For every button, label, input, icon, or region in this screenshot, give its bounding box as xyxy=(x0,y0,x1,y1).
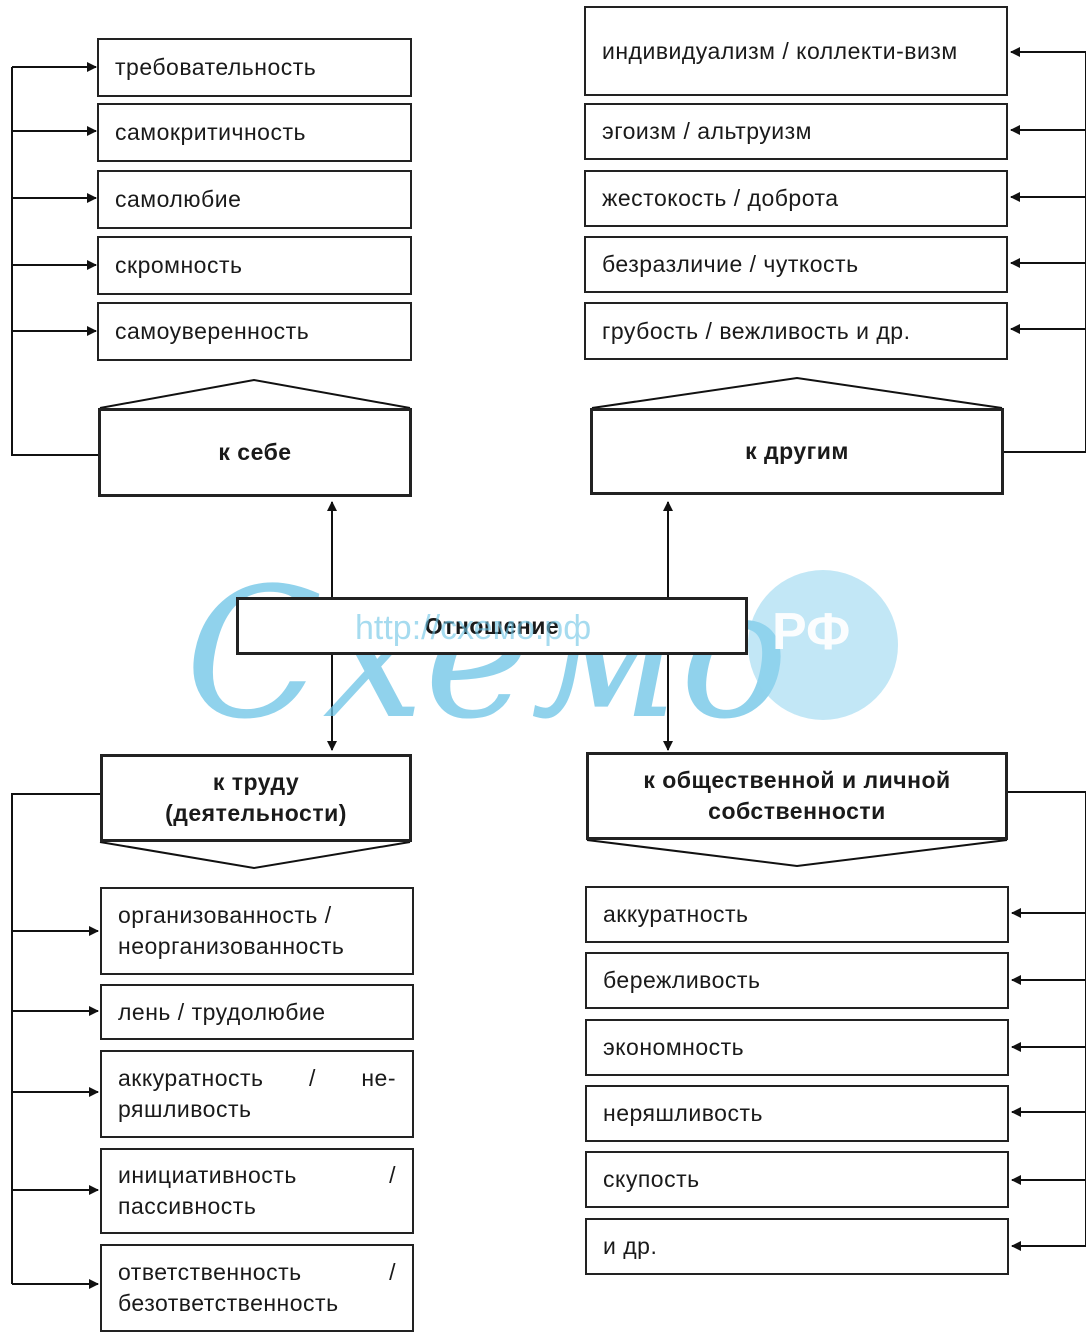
others-header-box: к другим xyxy=(590,408,1004,495)
others-item-label: грубость / вежливость и др. xyxy=(602,317,911,344)
labor-header-label: к труду (деятельности) xyxy=(165,769,347,826)
self-header-box: к себе xyxy=(98,408,412,497)
others-item-label: безразличие / чуткость xyxy=(602,251,859,277)
self-item: самолюбие xyxy=(97,170,412,229)
labor-item-label: ответственность / безответственность xyxy=(118,1259,396,1316)
labor-item: организованность / неорганизованность xyxy=(100,887,414,975)
others-bracket-line xyxy=(1004,52,1086,453)
property-item-label: бережливость xyxy=(603,967,761,993)
property-item: экономность xyxy=(585,1019,1009,1076)
others-item: эгоизм / альтруизм xyxy=(584,103,1008,160)
others-item: индивидуализм / коллекти-визм xyxy=(584,6,1008,96)
labor-item: ответственность / безответственность xyxy=(100,1244,414,1332)
property-item: и др. xyxy=(585,1218,1009,1275)
self-item-label: самолюбие xyxy=(115,186,242,212)
labor-item: аккуратность / не-ряшливость xyxy=(100,1050,414,1138)
self-item: самоуверенность xyxy=(97,302,412,361)
property-bracket-line xyxy=(1008,791,1086,1246)
property-item-label: экономность xyxy=(603,1034,745,1060)
labor-item-label: аккуратность / не-ряшливость xyxy=(118,1065,396,1122)
labor-item: инициативность / пассивность xyxy=(100,1148,414,1234)
labor-header-triangle xyxy=(99,841,411,870)
self-item-label: самокритичность xyxy=(115,119,306,145)
self-item: скромность xyxy=(97,236,412,295)
property-item-label: аккуратность xyxy=(603,901,749,927)
property-item-label: скупость xyxy=(603,1166,700,1192)
self-header-label: к себе xyxy=(218,439,292,465)
others-item-label: жестокость / доброта xyxy=(602,185,839,211)
property-item: скупость xyxy=(585,1151,1009,1208)
property-item-label: и др. xyxy=(603,1233,658,1259)
others-item: жестокость / доброта xyxy=(584,170,1008,227)
others-item-label: индивидуализм / коллекти-визм xyxy=(602,37,958,64)
property-header-label: к общественной и личной собственности xyxy=(643,767,951,824)
center-relation-label: Отношение xyxy=(424,612,560,639)
labor-header-box: к труду (деятельности) xyxy=(100,754,412,842)
labor-bracket-line xyxy=(11,793,100,1284)
labor-item-label: инициативность / пассивность xyxy=(118,1162,396,1219)
self-item: самокритичность xyxy=(97,103,412,162)
self-item: требовательность xyxy=(97,38,412,97)
self-item-label: требовательность xyxy=(115,54,317,80)
self-item-label: самоуверенность xyxy=(115,318,310,344)
labor-item: лень / трудолюбие xyxy=(100,984,414,1040)
others-item: безразличие / чуткость xyxy=(584,236,1008,293)
others-header-triangle xyxy=(591,376,1003,409)
property-item: аккуратность xyxy=(585,886,1009,943)
self-header-triangle xyxy=(99,378,411,409)
property-header-box: к общественной и личной собственности xyxy=(586,752,1008,840)
property-item: бережливость xyxy=(585,952,1009,1009)
self-bracket-line xyxy=(11,67,98,456)
self-item-label: скромность xyxy=(115,252,243,278)
property-item-label: неряшливость xyxy=(603,1100,763,1126)
labor-item-label: лень / трудолюбие xyxy=(118,998,326,1025)
property-header-triangle xyxy=(586,839,1008,868)
center-relation-box: Отношение xyxy=(236,597,748,655)
labor-item-label: организованность / неорганизованность xyxy=(118,902,345,959)
others-item-label: эгоизм / альтруизм xyxy=(602,118,812,144)
property-item: неряшливость xyxy=(585,1085,1009,1142)
others-item: грубость / вежливость и др. xyxy=(584,302,1008,360)
others-header-label: к другим xyxy=(745,438,849,464)
